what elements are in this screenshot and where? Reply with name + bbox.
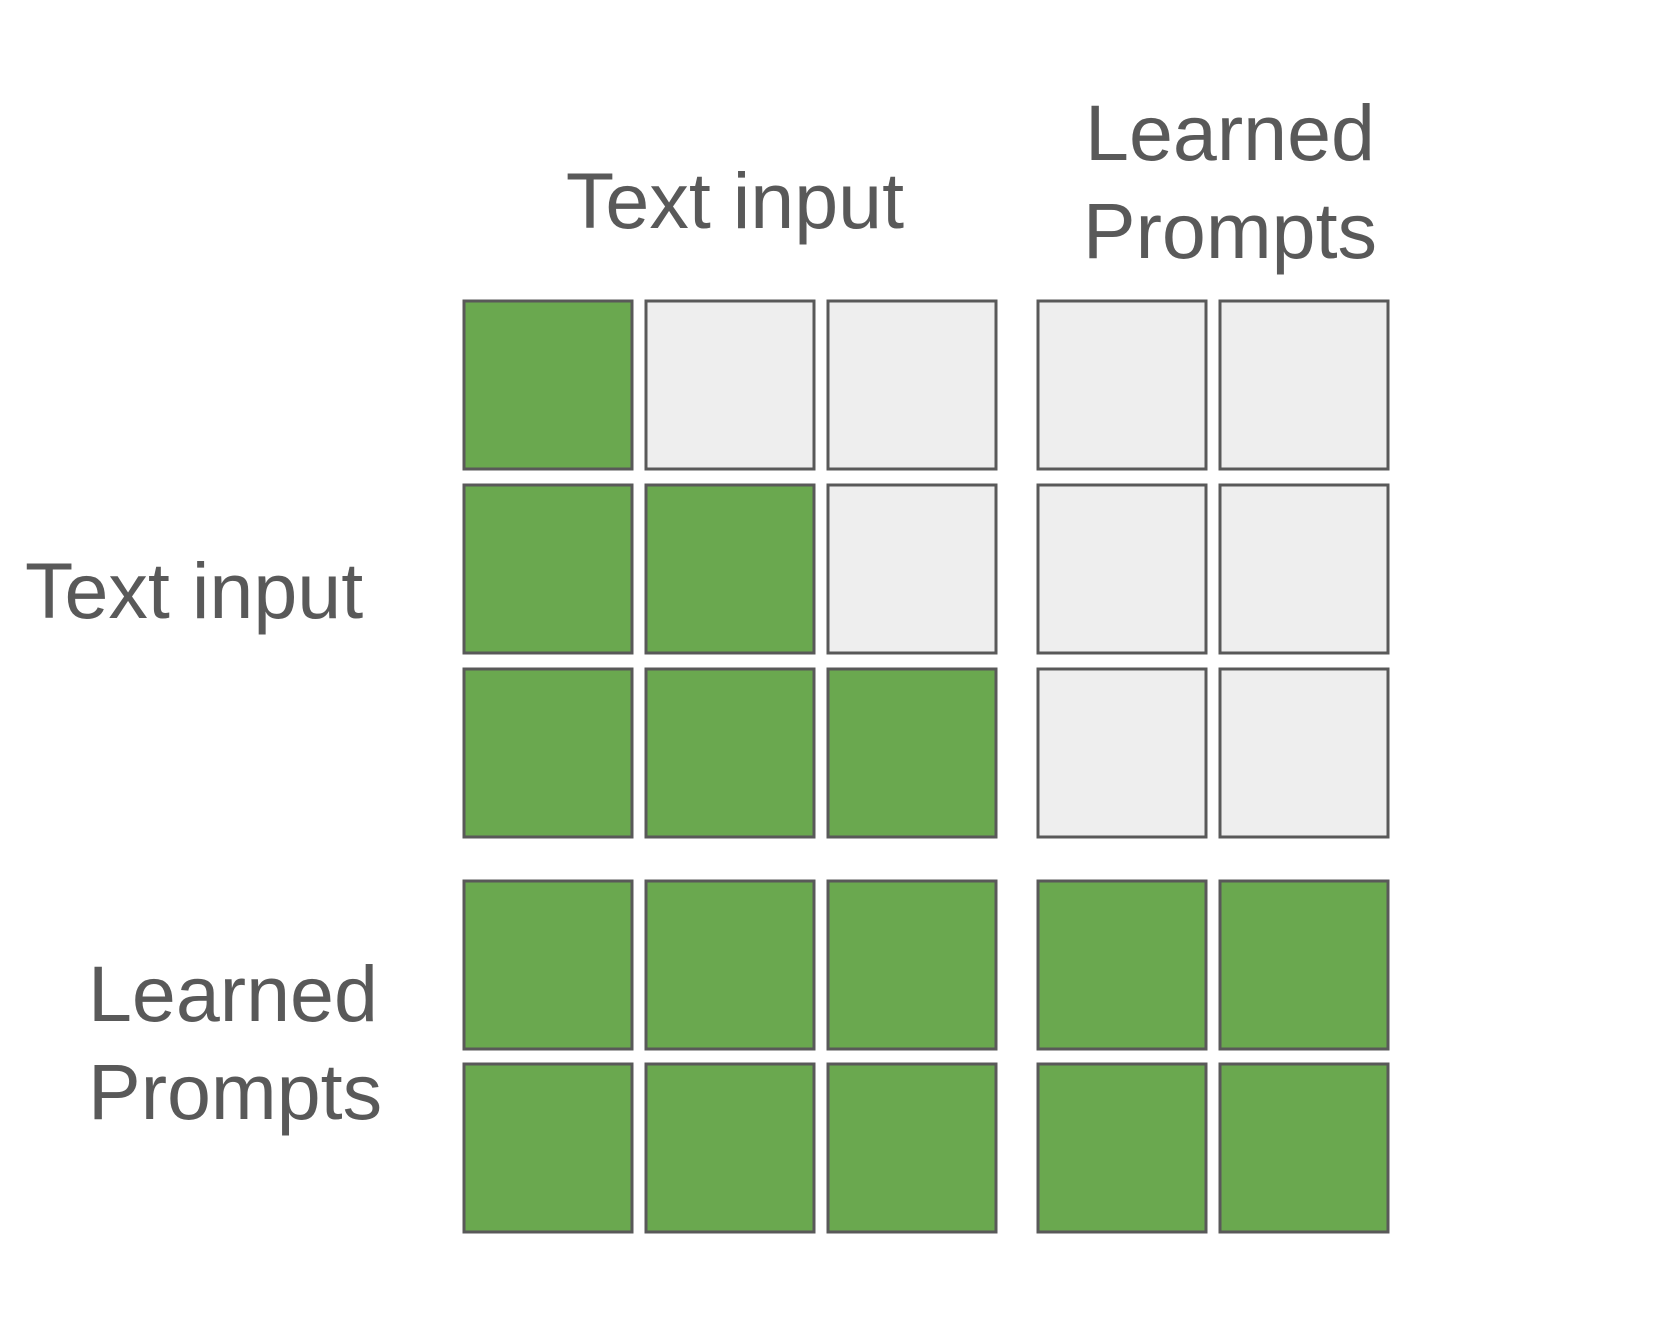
attend-cell — [644, 483, 816, 655]
attend-cell — [826, 1062, 998, 1234]
column-label-text-input: Text input — [530, 152, 940, 252]
masked-cell — [644, 299, 816, 471]
column-label-prompts-line: Prompts — [1082, 186, 1378, 275]
attend-cell — [1218, 1062, 1390, 1234]
column-label-learned-line: Learned — [1085, 88, 1375, 177]
masked-cell — [1036, 299, 1208, 471]
attend-cell — [826, 667, 998, 839]
row-label-text-input-text: Text input — [25, 546, 364, 635]
attend-cell — [462, 1062, 634, 1234]
masked-cell — [1218, 667, 1390, 839]
row-label-text-input: Text input — [25, 542, 405, 642]
row-label-learned-prompts: Learned Prompts — [88, 945, 418, 1145]
attend-cell — [826, 879, 998, 1051]
row-label-learned-line: Learned — [88, 949, 378, 1038]
masked-cell — [1218, 483, 1390, 655]
attend-cell — [1036, 879, 1208, 1051]
attend-cell — [644, 1062, 816, 1234]
attend-cell — [462, 299, 634, 471]
row-label-prompts-line: Prompts — [88, 1047, 383, 1136]
masked-cell — [1218, 299, 1390, 471]
attend-cell — [462, 667, 634, 839]
masked-cell — [1036, 667, 1208, 839]
column-label-learned-prompts: Learned Prompts — [1030, 84, 1430, 284]
masked-cell — [826, 483, 998, 655]
attend-cell — [1036, 1062, 1208, 1234]
masked-cell — [1036, 483, 1208, 655]
masked-cell — [826, 299, 998, 471]
attend-cell — [644, 667, 816, 839]
attend-cell — [644, 879, 816, 1051]
attend-cell — [1218, 879, 1390, 1051]
column-label-text-input-text: Text input — [565, 156, 905, 245]
attend-cell — [462, 483, 634, 655]
attend-cell — [462, 879, 634, 1051]
